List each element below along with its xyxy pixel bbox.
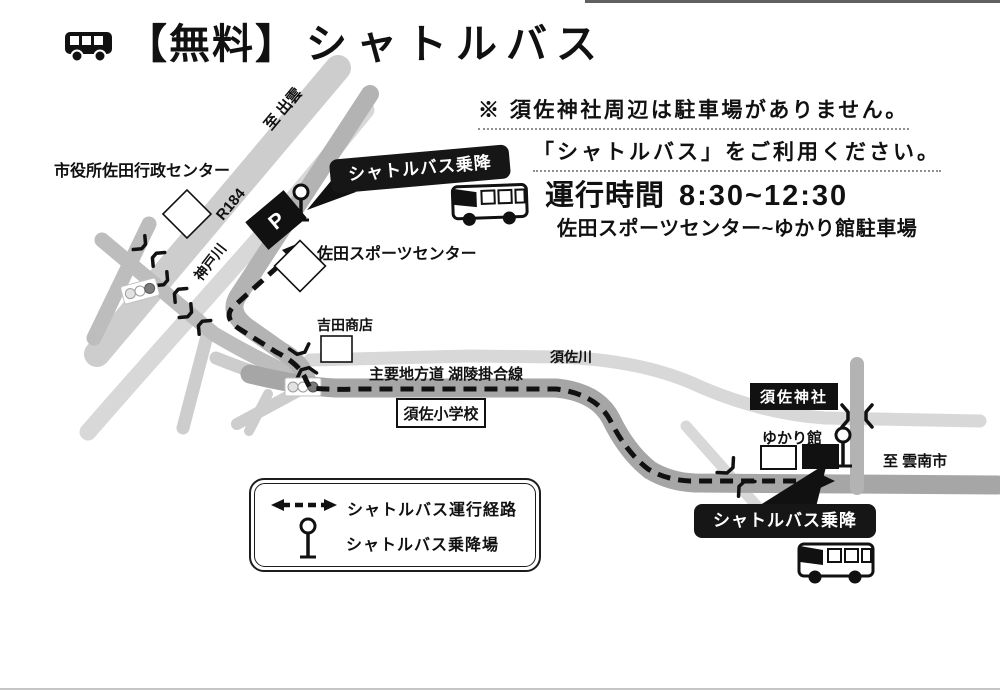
- notice-route-desc: 佐田スポーツセンター~ゆかり館駐車場: [557, 218, 918, 240]
- label-susa-elementary: 須佐小学校: [396, 398, 486, 428]
- bridge-mark: [153, 269, 189, 305]
- bus-icon: [797, 542, 875, 584]
- notice-instruction: 「シャトルバス」をご利用ください。: [533, 136, 941, 172]
- road-r184: [84, 55, 351, 367]
- scan-artifact-bottom: [0, 688, 1000, 690]
- traffic-light-icon: [284, 377, 322, 397]
- bridge-mark: [131, 233, 167, 269]
- legend-stop-label: シャトルバス乗降場: [346, 537, 500, 554]
- bridge-mark: [287, 342, 319, 380]
- bus-icon: [65, 31, 112, 63]
- bridge-mark: [840, 403, 874, 429]
- route-dashes-icon: [271, 499, 337, 511]
- stream-crossing: [680, 420, 770, 520]
- yukari-kan-building: [760, 445, 797, 470]
- legend-box: シャトルバス運行経路 シャトルバス乗降場: [249, 478, 541, 572]
- city-office-building: [161, 188, 213, 240]
- label-susa-shrine: 須佐神社: [750, 383, 838, 410]
- title-text: シャトルバス: [306, 21, 606, 67]
- label-susa-river: 須佐川: [550, 349, 592, 365]
- road-branch-small: [244, 389, 273, 436]
- scan-artifact-top: [585, 0, 1000, 3]
- yukari-parking-building: [802, 444, 839, 469]
- notice-warning: ※ 須佐神社周辺は駐車場がありません。: [478, 94, 909, 130]
- hours-value: 8:30~12:30: [679, 180, 849, 212]
- bus-stop-sign-icon: [292, 183, 310, 222]
- label-yukari-kan: ゆかり館: [762, 430, 823, 447]
- bus-stop-sign-icon: [299, 517, 317, 559]
- bus-stop-sign-icon: [834, 426, 852, 468]
- title-prefix: 【無料】: [126, 21, 298, 67]
- road-branch-south: [176, 325, 215, 435]
- label-to-unnan: 至 雲南市: [883, 453, 948, 470]
- traffic-light-icon: [120, 277, 160, 305]
- parking-lot: P: [245, 190, 307, 250]
- label-city-office: 市役所佐田行政センター: [54, 163, 231, 180]
- yoshida-shop-building: [320, 335, 353, 363]
- label-sports-center: 佐田スポーツセンター: [317, 246, 477, 263]
- sports-center-building: [273, 239, 327, 293]
- notice-hours: 運行時間 8:30~12:30: [545, 172, 848, 214]
- badge-tail-south: [757, 463, 827, 507]
- label-main-road: 主要地方道 湖陵掛合線: [369, 366, 524, 383]
- label-yoshida-shop: 吉田商店: [317, 317, 373, 333]
- legend-route-label: シャトルバス運行経路: [347, 502, 518, 519]
- susa-river-band: [303, 349, 987, 428]
- bus-icon: [450, 183, 529, 226]
- hours-label: 運行時間: [545, 180, 666, 212]
- road-cross-1: [86, 216, 157, 346]
- shuttle-route-line: [226, 250, 818, 484]
- bus-stop-badge-south: シャトルバス乗降場: [694, 504, 876, 564]
- bridge-mark: [177, 301, 213, 337]
- page-title: 【無料】シャトルバス: [62, 21, 606, 67]
